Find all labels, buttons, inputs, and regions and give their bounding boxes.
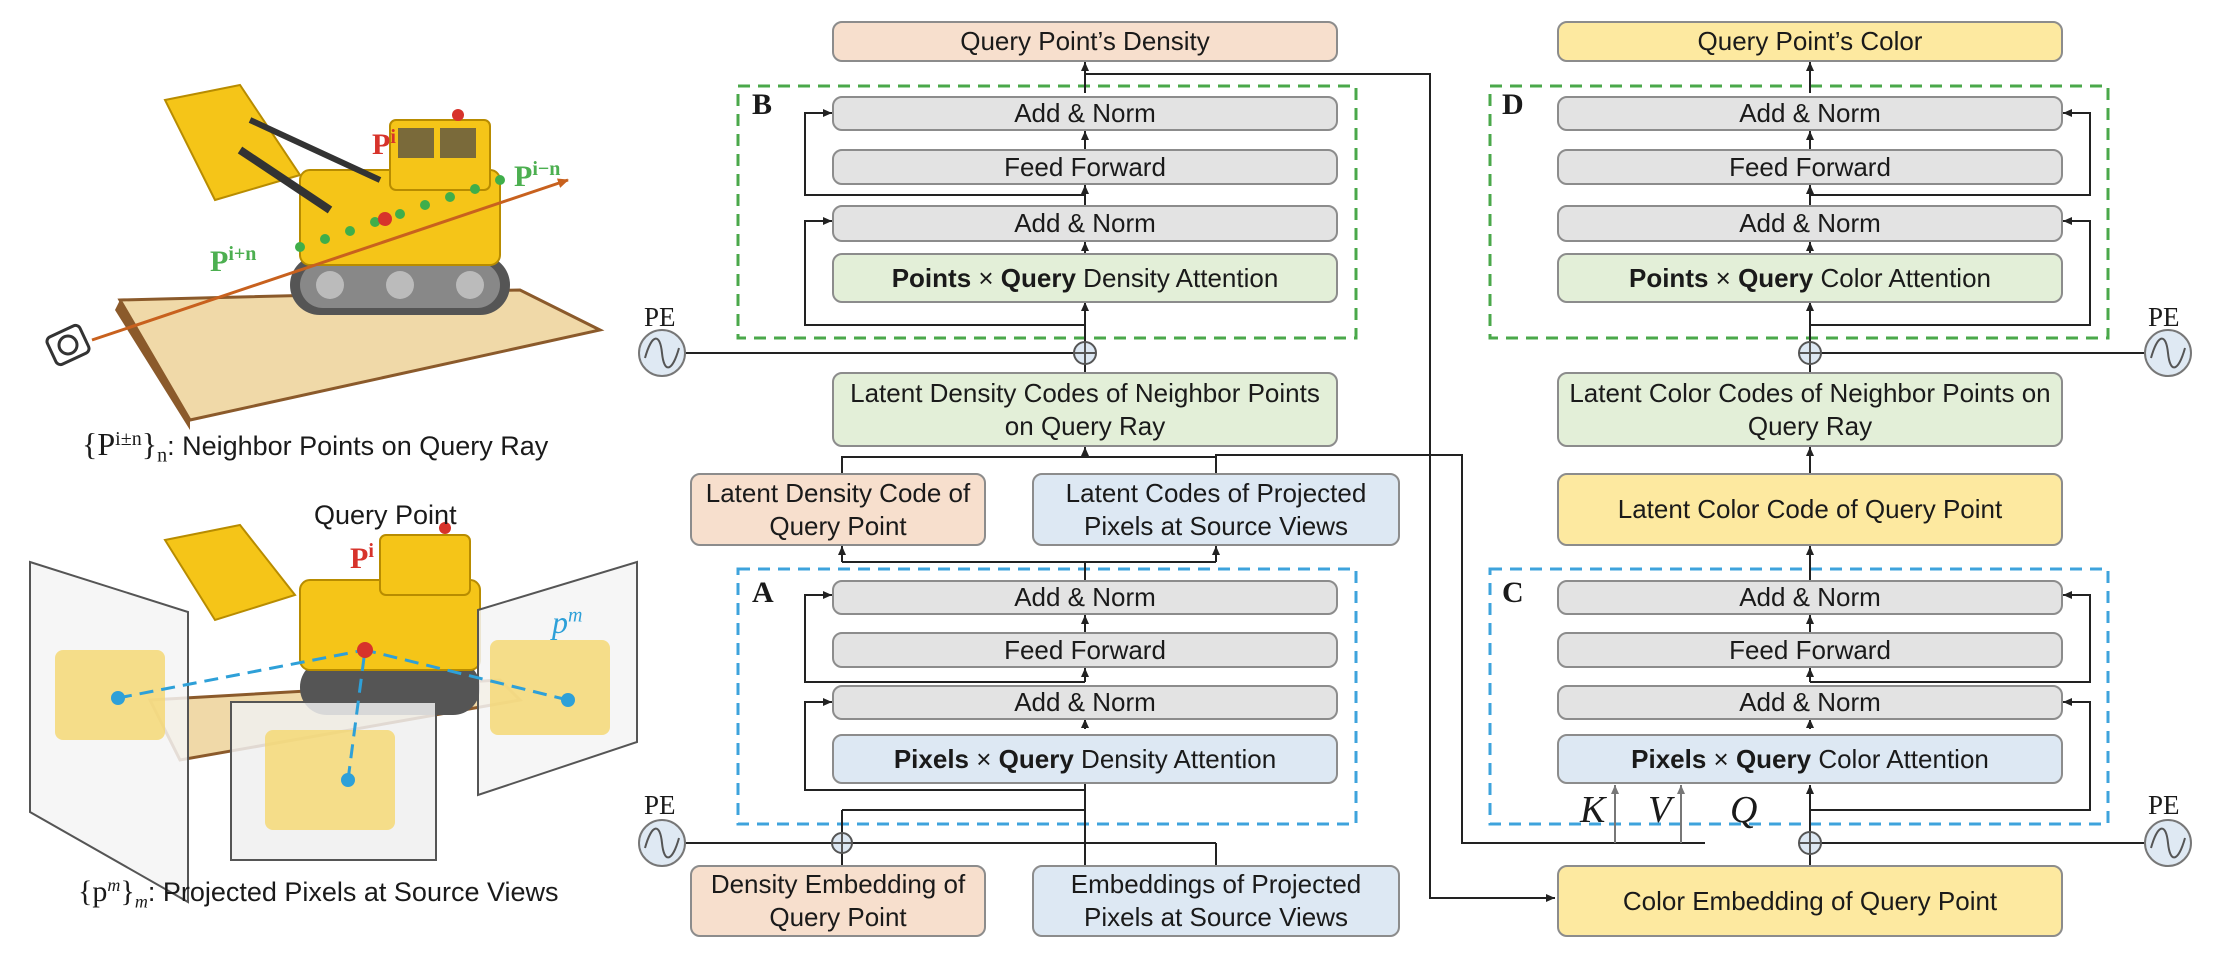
panel-a-frame — [736, 567, 1358, 826]
source-view-left — [29, 560, 189, 904]
label-pi-minus-n: Pi−n — [514, 158, 561, 193]
pe-wave-icon-color-bottom — [2144, 819, 2192, 867]
panel-a-add-norm-bottom: Add & Norm — [832, 685, 1338, 720]
density-plus-top — [1073, 341, 1097, 365]
panel-c-attention: Pixels × Query Color Attention — [1557, 734, 2063, 784]
panel-d-letter: D — [1502, 88, 1524, 121]
panel-a-feed-forward: Feed Forward — [832, 632, 1338, 668]
panel-c-feed-forward: Feed Forward — [1557, 632, 2063, 668]
panel-c-add-norm-top: Add & Norm — [1557, 580, 2063, 615]
density-latent-query-box: Latent Density Code of Query Point — [690, 473, 986, 546]
label-pm: pm — [552, 604, 583, 640]
pe-wave-icon-density-top — [638, 329, 686, 377]
panel-b-letter: B — [752, 88, 773, 121]
panel-a-letter: A — [752, 576, 774, 609]
label-pi-bottom: Pi — [350, 540, 374, 575]
panel-d-feed-forward: Feed Forward — [1557, 149, 2063, 185]
pe-label-color-top: PE — [2148, 302, 2180, 332]
pe-wave-icon-density-bottom — [638, 819, 686, 867]
color-plus-top — [1798, 341, 1822, 365]
panel-b-feed-forward: Feed Forward — [832, 149, 1338, 185]
query-point-marker-top — [378, 212, 392, 226]
density-embedding-query-box: Density Embedding of Query Point — [690, 865, 986, 937]
neighbor-points-caption: {Pi±n}n: Neighbor Points on Query Ray — [82, 426, 549, 467]
label-pi-top: Pi — [372, 126, 396, 161]
panel-c-letter: C — [1502, 576, 1524, 609]
color-latent-query-box: Latent Color Code of Query Point — [1557, 473, 2063, 546]
pe-wave-icon-color-top — [2144, 329, 2192, 377]
panel-b-add-norm-top: Add & Norm — [832, 96, 1338, 131]
panel-c-add-norm-bottom: Add & Norm — [1557, 685, 2063, 720]
color-output-box: Query Point’s Color — [1557, 21, 2063, 62]
source-view-center — [230, 701, 437, 861]
bulldozer-illustration-top — [115, 83, 605, 430]
color-arrows — [1085, 62, 2145, 902]
pe-label-color-bottom: PE — [2148, 790, 2180, 820]
panel-a-add-norm-top: Add & Norm — [832, 580, 1338, 615]
panel-a-attention: Pixels × Query Density Attention — [832, 734, 1338, 784]
source-view-right — [477, 560, 638, 797]
color-embedding-query-box: Color Embedding of Query Point — [1557, 865, 2063, 937]
panel-b-add-norm-bottom: Add & Norm — [832, 205, 1338, 242]
density-arrows — [684, 62, 1220, 865]
density-plus-bottom — [831, 832, 853, 854]
neighbor-points — [295, 175, 505, 252]
color-latent-neighbor-box: Latent Color Codes of Neighbor Points on… — [1557, 372, 2063, 447]
projection-lines — [117, 648, 569, 781]
latent-pixels-box: Latent Codes of Projected Pixels at Sour… — [1032, 473, 1400, 546]
density-latent-neighbor-box: Latent Density Codes of Neighbor Points … — [832, 372, 1338, 447]
panel-c-frame — [1488, 567, 2110, 826]
panel-d-add-norm-top: Add & Norm — [1557, 96, 2063, 131]
camera-icon — [45, 323, 91, 367]
panel-d-add-norm-bottom: Add & Norm — [1557, 205, 2063, 242]
label-pi-plus-n: Pi+n — [210, 243, 257, 278]
label-k: K — [1580, 789, 1606, 831]
pe-label-density-top: PE — [644, 302, 676, 332]
query-point-marker-bottom — [357, 642, 373, 658]
query-point-title: Query Point — [314, 500, 457, 530]
projected-pixels-caption: {pm}m: Projected Pixels at Source Views — [78, 875, 559, 912]
panel-b-frame — [736, 84, 1358, 340]
density-output-box: Query Point’s Density — [832, 21, 1338, 62]
panel-b-attention: Points × Query Density Attention — [832, 253, 1338, 303]
pe-label-density-bottom: PE — [644, 790, 676, 820]
label-q: Q — [1730, 789, 1758, 831]
color-plus-bottom — [1798, 831, 1822, 855]
label-v: V — [1648, 789, 1672, 831]
query-ray — [91, 178, 569, 342]
panel-d-attention: Points × Query Color Attention — [1557, 253, 2063, 303]
panel-d-frame — [1488, 84, 2110, 340]
embedding-pixels-box: Embeddings of Projected Pixels at Source… — [1032, 865, 1400, 937]
